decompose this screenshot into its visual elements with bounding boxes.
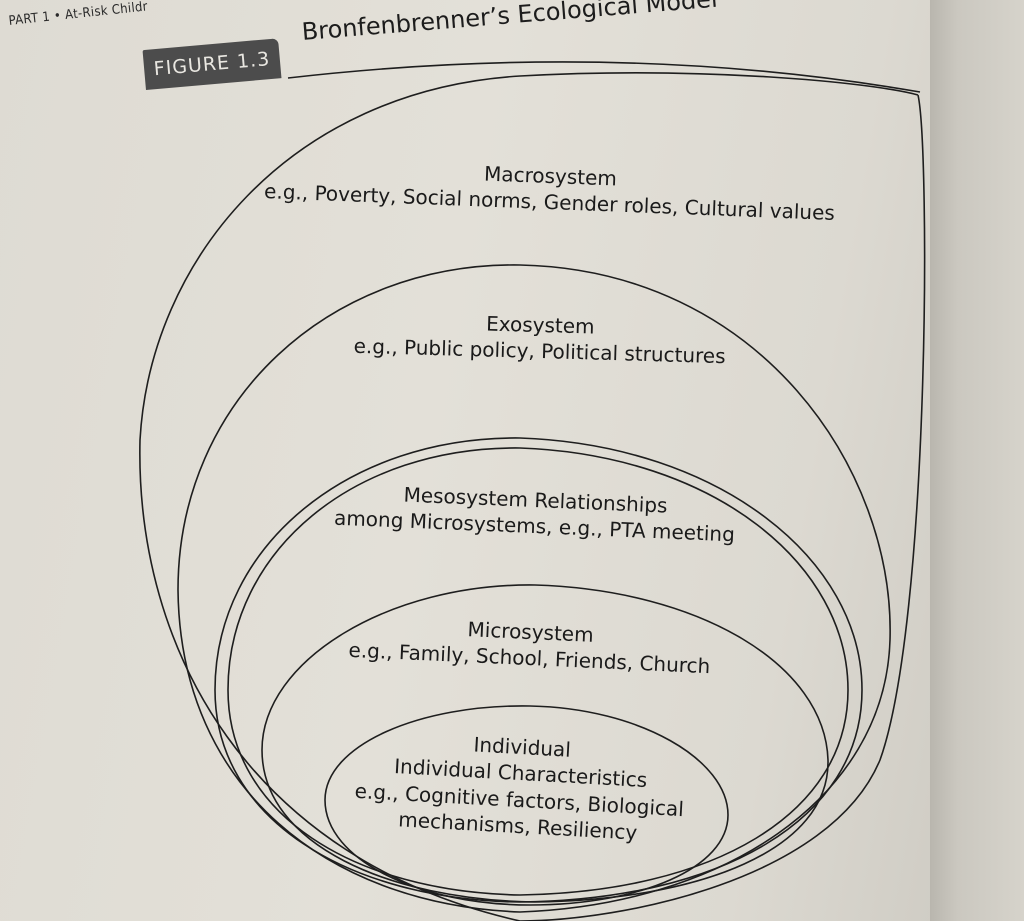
mesosystem-inner-ellipse	[227, 447, 849, 896]
individual-label: Individual Individual Characteristics e.…	[327, 723, 712, 850]
book-page	[0, 0, 950, 921]
microsystem-ellipse	[261, 584, 829, 903]
exosystem-ellipse	[177, 264, 891, 913]
individual-ellipse	[324, 705, 729, 906]
facing-page-edge	[930, 0, 1024, 921]
title-rule-arc	[287, 61, 921, 93]
